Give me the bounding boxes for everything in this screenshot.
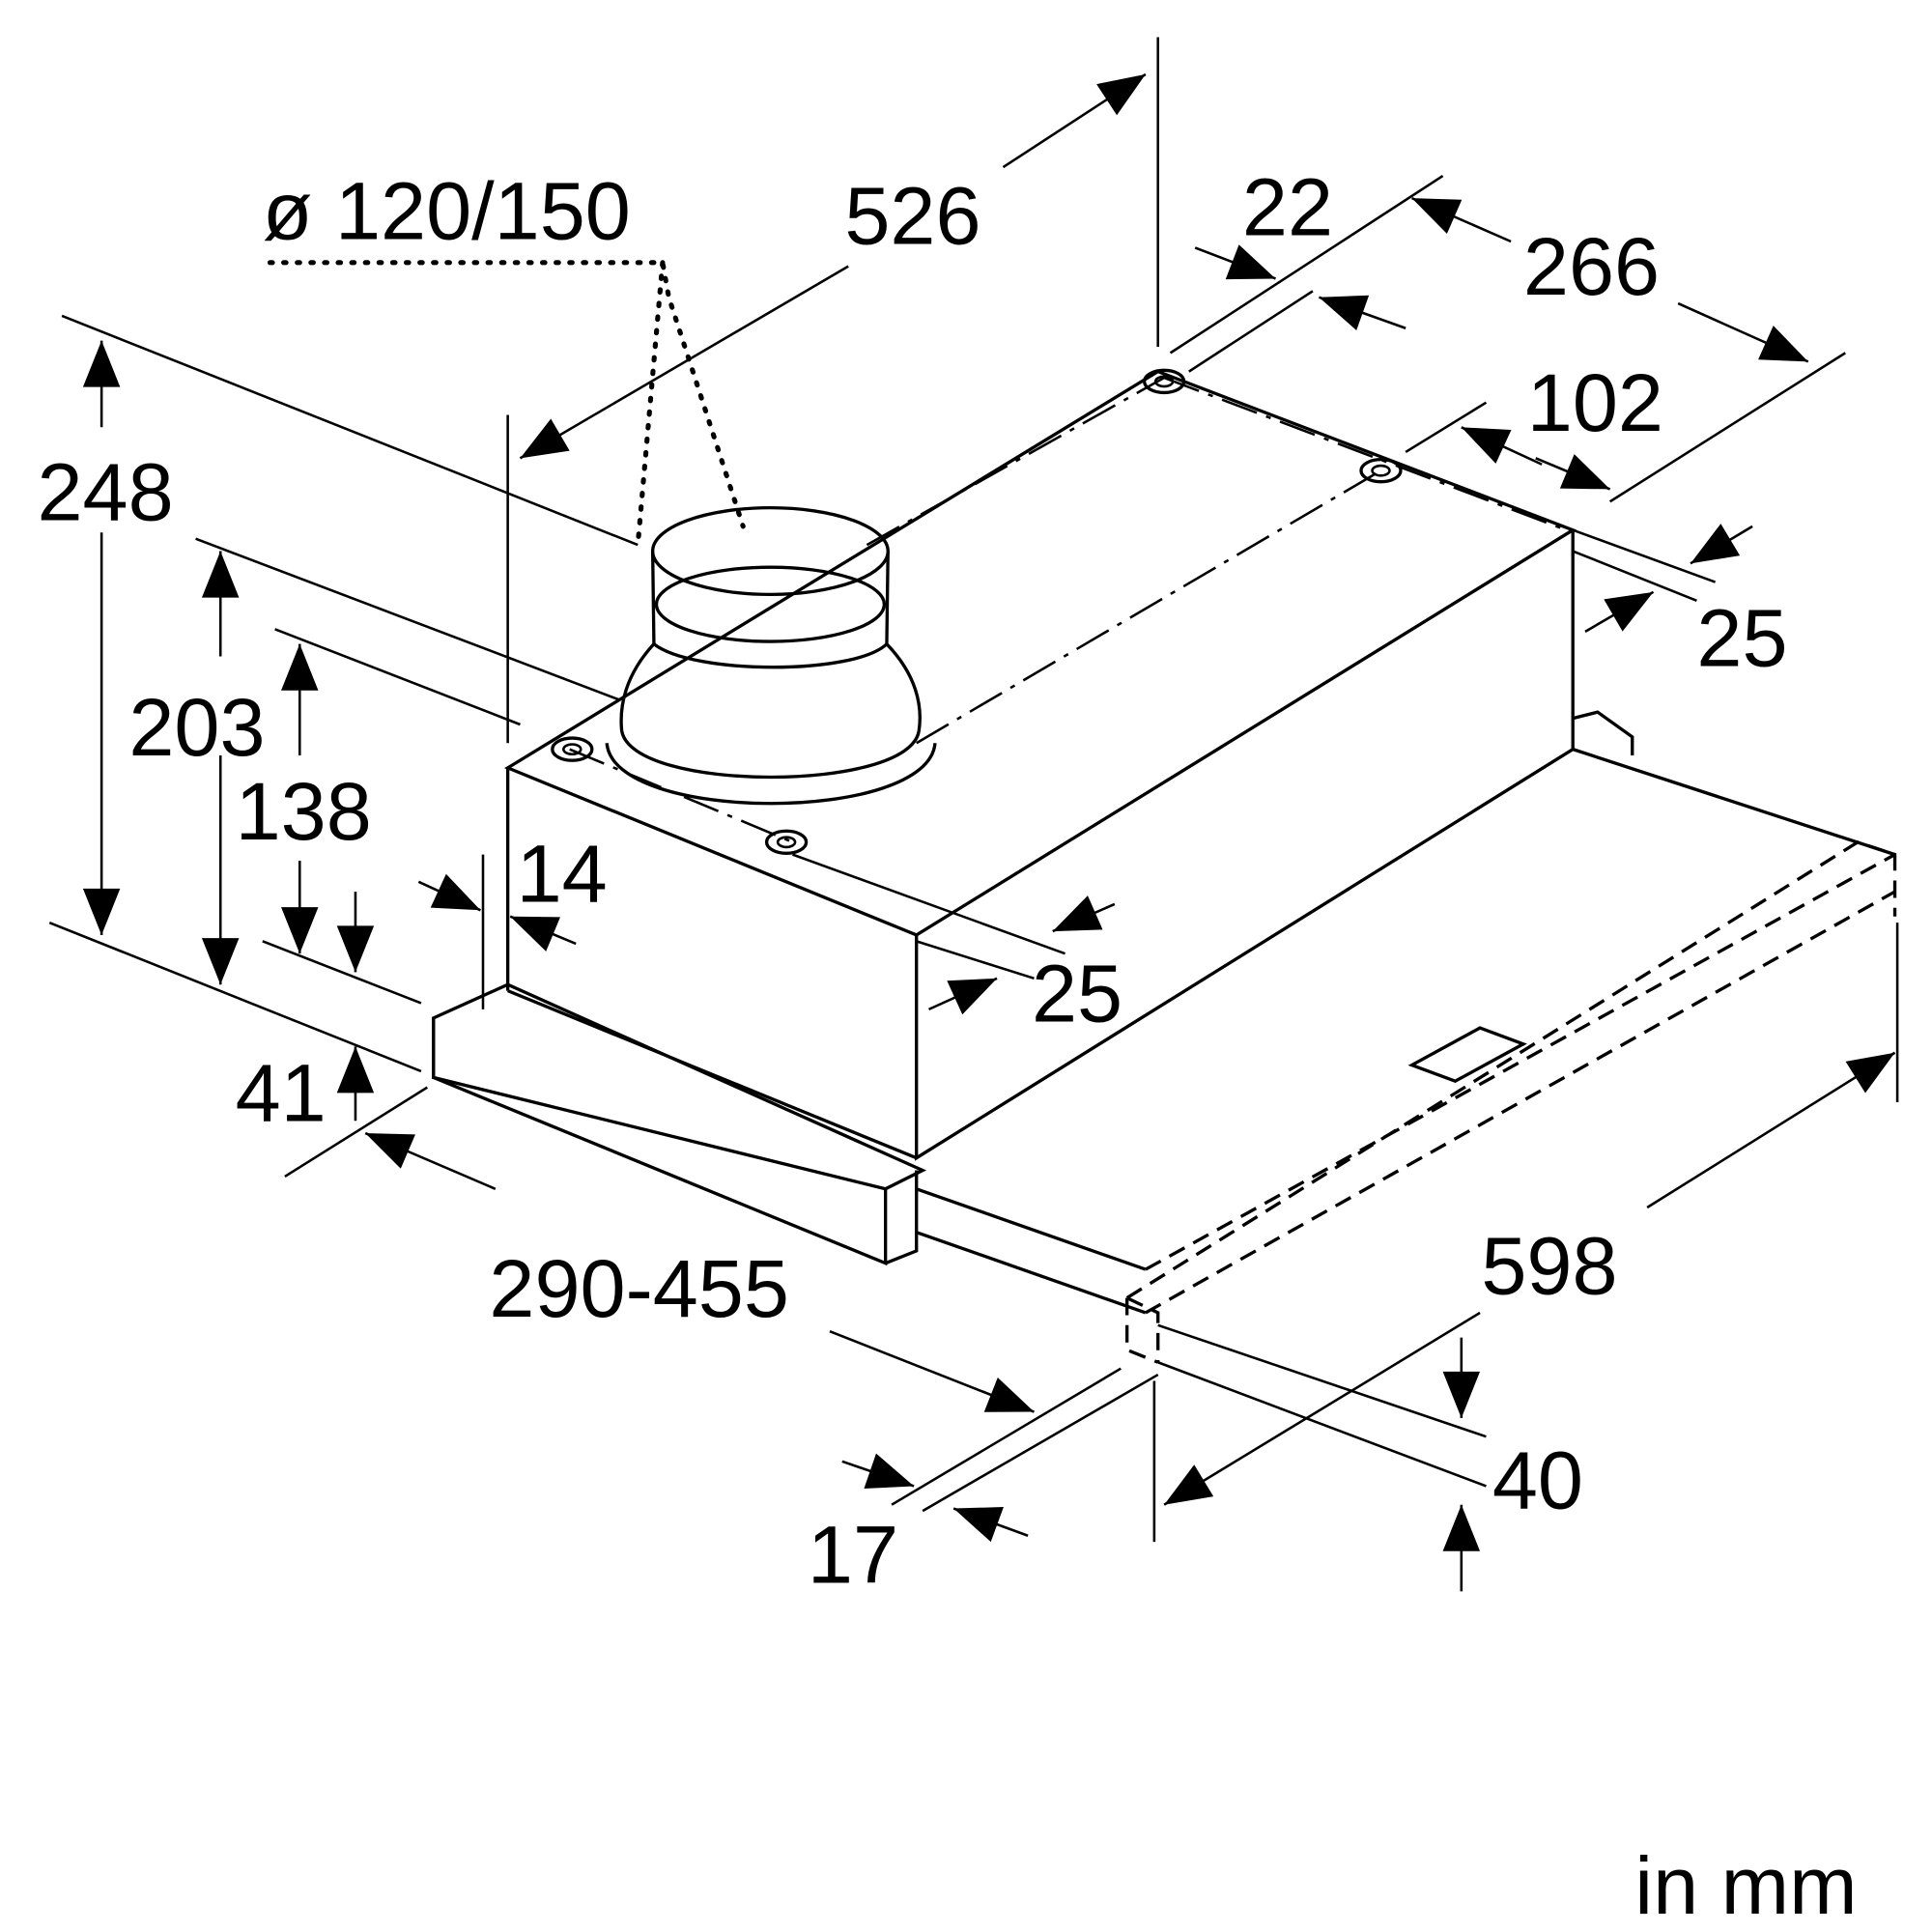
label-138: 138 (236, 765, 372, 857)
label-22: 22 (1242, 161, 1333, 253)
label-41: 41 (236, 1046, 327, 1138)
label-14: 14 (517, 827, 608, 919)
exhaust-duct (605, 505, 937, 806)
dimension-lines (48, 37, 1899, 1592)
label-102: 102 (1527, 356, 1663, 448)
label-17: 17 (808, 1508, 898, 1600)
label-25-right: 25 (1696, 592, 1787, 684)
label-526: 526 (844, 170, 980, 262)
label-40: 40 (1492, 1435, 1583, 1526)
label-290-455: 290-455 (489, 1242, 789, 1334)
label-203: 203 (128, 681, 265, 773)
label-598: 598 (1481, 1220, 1617, 1312)
dimension-labels: ø 120/150 526 22 266 102 25 248 203 138 … (37, 161, 1857, 1931)
label-248: 248 (37, 445, 173, 537)
unit-note: in mm (1634, 1839, 1857, 1931)
hood-body (432, 368, 1897, 1364)
label-266: 266 (1523, 220, 1660, 312)
label-duct-diameter: ø 120/150 (263, 164, 631, 256)
label-25-front: 25 (1032, 948, 1122, 1039)
